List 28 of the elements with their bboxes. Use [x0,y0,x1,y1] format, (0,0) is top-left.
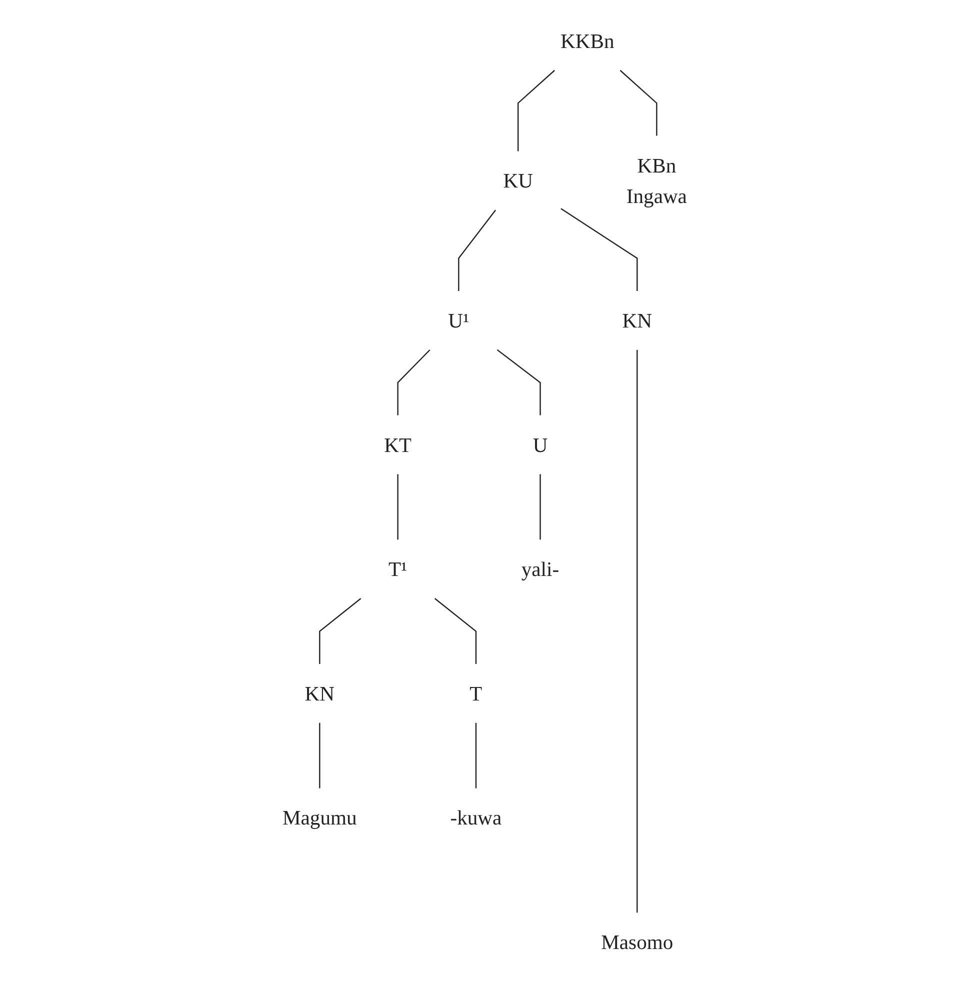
node-text: U [533,433,548,456]
connector [560,208,638,291]
node-text: KU [503,168,534,192]
connector [518,70,556,152]
connector [397,349,431,416]
node-text: KN [622,308,652,332]
connector [540,474,542,540]
node-text: T¹ [388,557,408,581]
node-text: KKBn [560,29,615,53]
connector [319,722,321,788]
node-text: KN [305,682,335,706]
connector [476,722,477,788]
connector [458,210,496,291]
node-text: KT [384,433,412,456]
connector [397,474,399,540]
connector [636,350,638,913]
node-text: T [470,682,483,706]
connector [620,70,658,136]
connector [434,598,477,664]
connector [319,598,362,664]
node-text: Masomo [601,930,674,954]
connector [497,349,542,416]
node-text: U¹ [448,308,470,332]
node-text: KBn Ingawa [626,154,688,208]
node-text: -kuwa [450,806,502,830]
node-text: Magumu [282,806,358,830]
tree-diagram: Magumu -kuwa Masomo KN T T¹ yali- KT U U¹ KN KU KBn Ingawa KKBn [247,4,723,979]
node-text: yali- [522,557,560,581]
